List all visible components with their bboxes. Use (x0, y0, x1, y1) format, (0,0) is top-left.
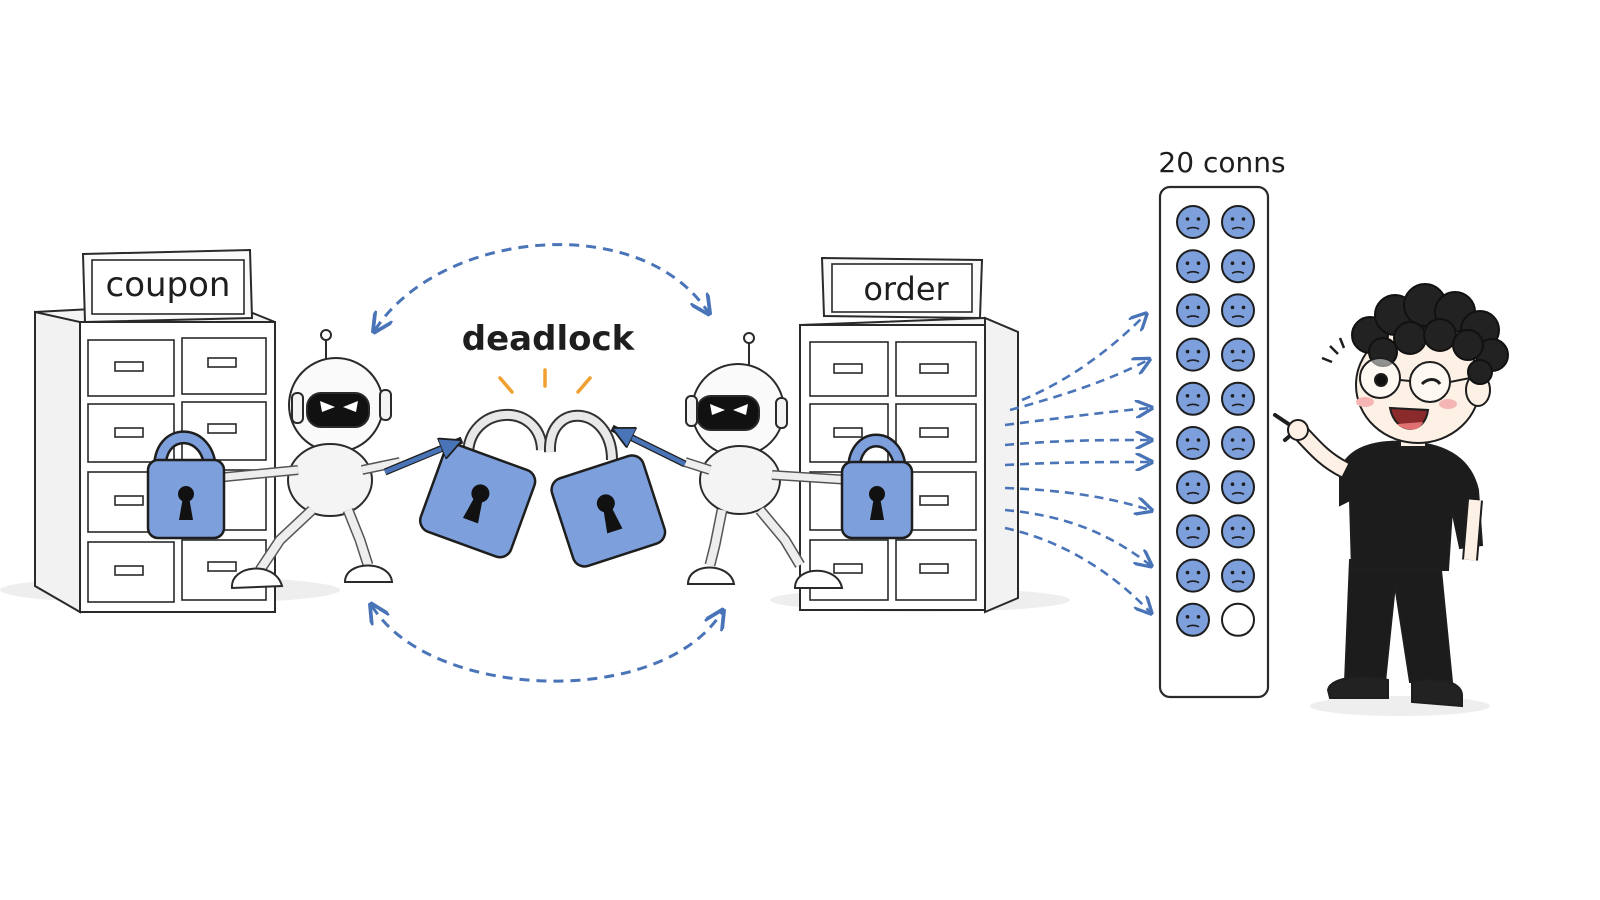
deadlock-cycle-arrow-top (375, 243, 708, 330)
sad-face-icon (1221, 293, 1255, 328)
sad-face-icon (1176, 205, 1210, 239)
spark-marks (498, 368, 592, 394)
sad-face-icon (1176, 514, 1210, 549)
pool-slots (1176, 205, 1255, 637)
right-robot-grab-arrow-fill (616, 430, 686, 467)
order-label: order (863, 270, 949, 308)
sad-face-icon (1176, 249, 1210, 284)
padlock-icon (418, 409, 667, 568)
empty-slot-icon (1221, 602, 1255, 637)
coupon-label: coupon (106, 265, 231, 305)
developer-icon (1273, 283, 1509, 716)
sad-face-icon (1221, 470, 1255, 505)
sad-face-icon (1221, 426, 1255, 460)
left-robot-grab-arrow-fill (384, 442, 458, 475)
padlock-icon (146, 430, 226, 540)
sad-face-icon (1221, 205, 1255, 239)
pool-size-label: 20 conns (1158, 146, 1285, 179)
sad-face-icon (1176, 426, 1210, 460)
deadlock-cycle-arrow-bottom (372, 606, 722, 683)
sad-face-icon (1176, 602, 1210, 637)
connection-arrows (1004, 315, 1150, 612)
sad-face-icon (1221, 249, 1255, 284)
sad-face-icon (1176, 337, 1210, 372)
sad-face-icon (1221, 337, 1255, 372)
sad-face-icon (1176, 558, 1210, 593)
robot-icon (683, 332, 851, 589)
sad-face-icon (1221, 514, 1255, 549)
robot-icon (214, 329, 402, 590)
padlock-icon (840, 433, 914, 540)
sad-face-icon (1221, 381, 1255, 416)
sad-face-icon (1221, 558, 1255, 593)
sad-face-icon (1176, 293, 1210, 328)
order-cabinet (770, 256, 1070, 614)
sad-face-icon (1176, 381, 1210, 416)
sad-face-icon (1176, 470, 1210, 505)
deadlock-label: deadlock (462, 319, 636, 359)
